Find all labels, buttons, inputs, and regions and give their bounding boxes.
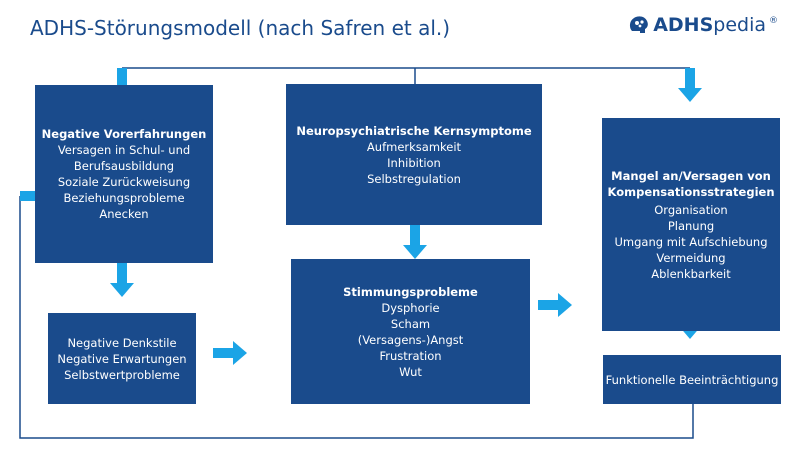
page-title: ADHS-Störungsmodell (nach Safren et al.)	[30, 16, 451, 40]
box-line: Selbstwertprobleme	[64, 367, 180, 382]
box-title: Negative Vorerfahrungen	[41, 127, 207, 141]
box-line: Planung	[667, 218, 715, 233]
box-line: Inhibition	[387, 155, 441, 170]
box-negative-vorerfahrungen: Negative Vorerfahrungen Versagen in Schu…	[35, 85, 213, 263]
logo-registered-mark: ®	[769, 16, 778, 26]
arrow-right-stimmung	[538, 293, 572, 317]
box-line: Negative Denkstile	[67, 335, 177, 350]
box-line: Scham	[390, 316, 431, 331]
box-line: Soziale Zurückweisung	[57, 175, 191, 189]
box-line: Aufmerksamkeit	[366, 139, 462, 154]
left-feedback-line	[19, 196, 694, 439]
box-line: Umgang mit Aufschiebung	[614, 234, 768, 249]
box-line: Funktionelle Beeinträchtigung	[605, 372, 779, 387]
box-line: Organisation	[654, 202, 728, 217]
box-negative-denkstile: Negative Denkstile Negative Erwartungen …	[48, 313, 196, 404]
box-line: Negative Erwartungen	[57, 351, 187, 366]
box-line: Dysphorie	[381, 300, 440, 315]
box-title: Stimmungsprobleme	[343, 284, 478, 299]
brain-head-logo-icon	[630, 16, 649, 33]
box-line: Ablenkbarkeit	[651, 266, 731, 281]
box-funktionelle-beeintraechtigung: Funktionelle Beeinträchtigung	[603, 355, 781, 404]
box-kernsymptome: Neuropsychiatrische Kernsymptome Aufmerk…	[286, 84, 542, 225]
box-title: Neuropsychiatrische Kernsymptome	[296, 123, 532, 138]
box-kompensationsstrategien: Mangel an/Versagen von Kompensationsstra…	[602, 118, 780, 331]
arrow-down-top-right	[678, 68, 702, 102]
box-line: (Versagens-)Angst	[357, 332, 464, 347]
box-line: Frustration	[379, 348, 442, 363]
adhspedia-logo: ADHSpedia ®	[628, 14, 778, 36]
box-line: Wut	[399, 364, 422, 379]
box-line: Anecken	[99, 207, 149, 221]
arrow-down-vorerfahrungen	[110, 263, 134, 297]
arrow-right-denkstile	[213, 341, 247, 365]
box-line: Vermeidung	[656, 250, 726, 265]
box-title: Mangel an/Versagen von Kompensationsstra…	[607, 168, 775, 199]
arrow-down-kernsymptome	[403, 225, 427, 259]
box-line: Berufsausbildung	[73, 159, 175, 173]
box-stimmungsprobleme: Stimmungsprobleme Dysphorie Scham (Versa…	[291, 259, 530, 404]
box-line: Selbstregulation	[367, 171, 461, 186]
logo-text: ADHSpedia	[653, 14, 766, 36]
box-line: Versagen in Schul- und	[57, 143, 191, 157]
box-line: Beziehungsprobleme	[63, 191, 185, 205]
